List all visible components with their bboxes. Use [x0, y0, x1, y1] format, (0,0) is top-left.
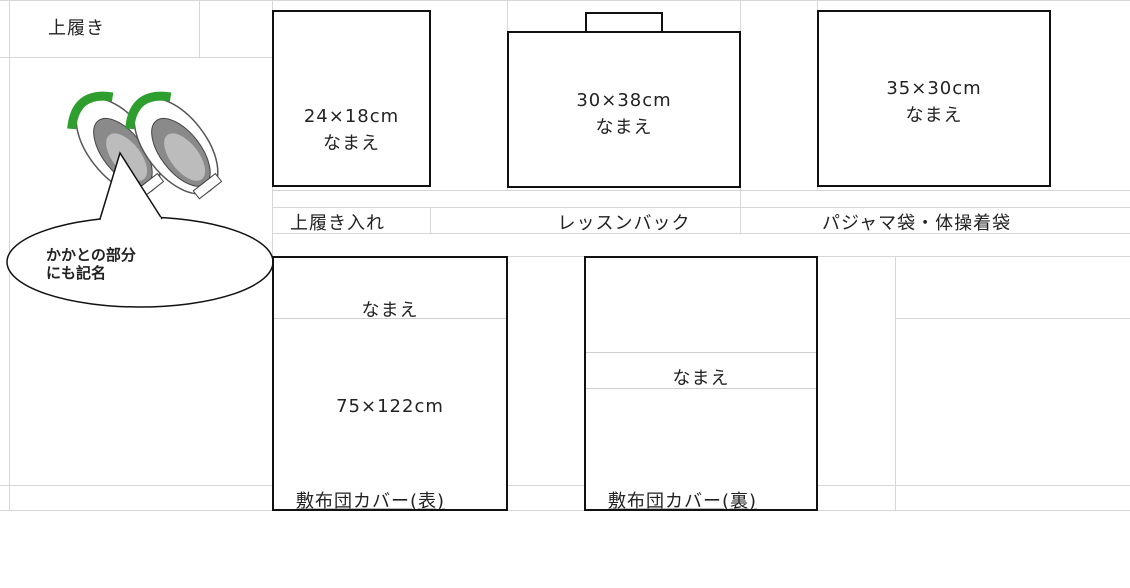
slipper-shoes-icon: [67, 91, 223, 200]
futon-front-outline: [272, 256, 508, 511]
futon-back-label: 敷布団カバー(裏): [608, 491, 758, 512]
shoe-bag-size: 24×18cm: [303, 106, 400, 127]
futon-back-name: なまえ: [672, 368, 730, 389]
pajama-bag-outline: [817, 10, 1051, 187]
lesson-bag-outline: [507, 31, 741, 188]
shoes-title: 上履き: [48, 18, 105, 39]
shoe-bag-name: なまえ: [323, 133, 380, 154]
shoe-bag-label: 上履き入れ: [290, 213, 385, 234]
pajama-bag-name: なまえ: [905, 105, 963, 126]
pajama-bag-size: 35×30cm: [886, 78, 982, 99]
lesson-bag-name: なまえ: [595, 117, 653, 138]
callout-bubble: [6, 151, 274, 308]
futon-front-label: 敷布団カバー(表): [296, 491, 446, 512]
pajama-bag-label: パジャマ袋・体操着袋: [822, 213, 1012, 234]
callout-line-2: にも記名: [46, 264, 107, 282]
futon-back-outline: [584, 256, 818, 511]
lesson-bag-size: 30×38cm: [576, 90, 672, 111]
lesson-bag-label: レッスンバック: [557, 213, 691, 234]
futon-front-size: 75×122cm: [336, 396, 444, 417]
callout-line-1: かかとの部分: [46, 246, 136, 264]
callout-text: かかとの部分 にも記名: [46, 246, 136, 282]
futon-front-name: なまえ: [361, 300, 419, 321]
shoe-bag-outline: [272, 10, 431, 187]
